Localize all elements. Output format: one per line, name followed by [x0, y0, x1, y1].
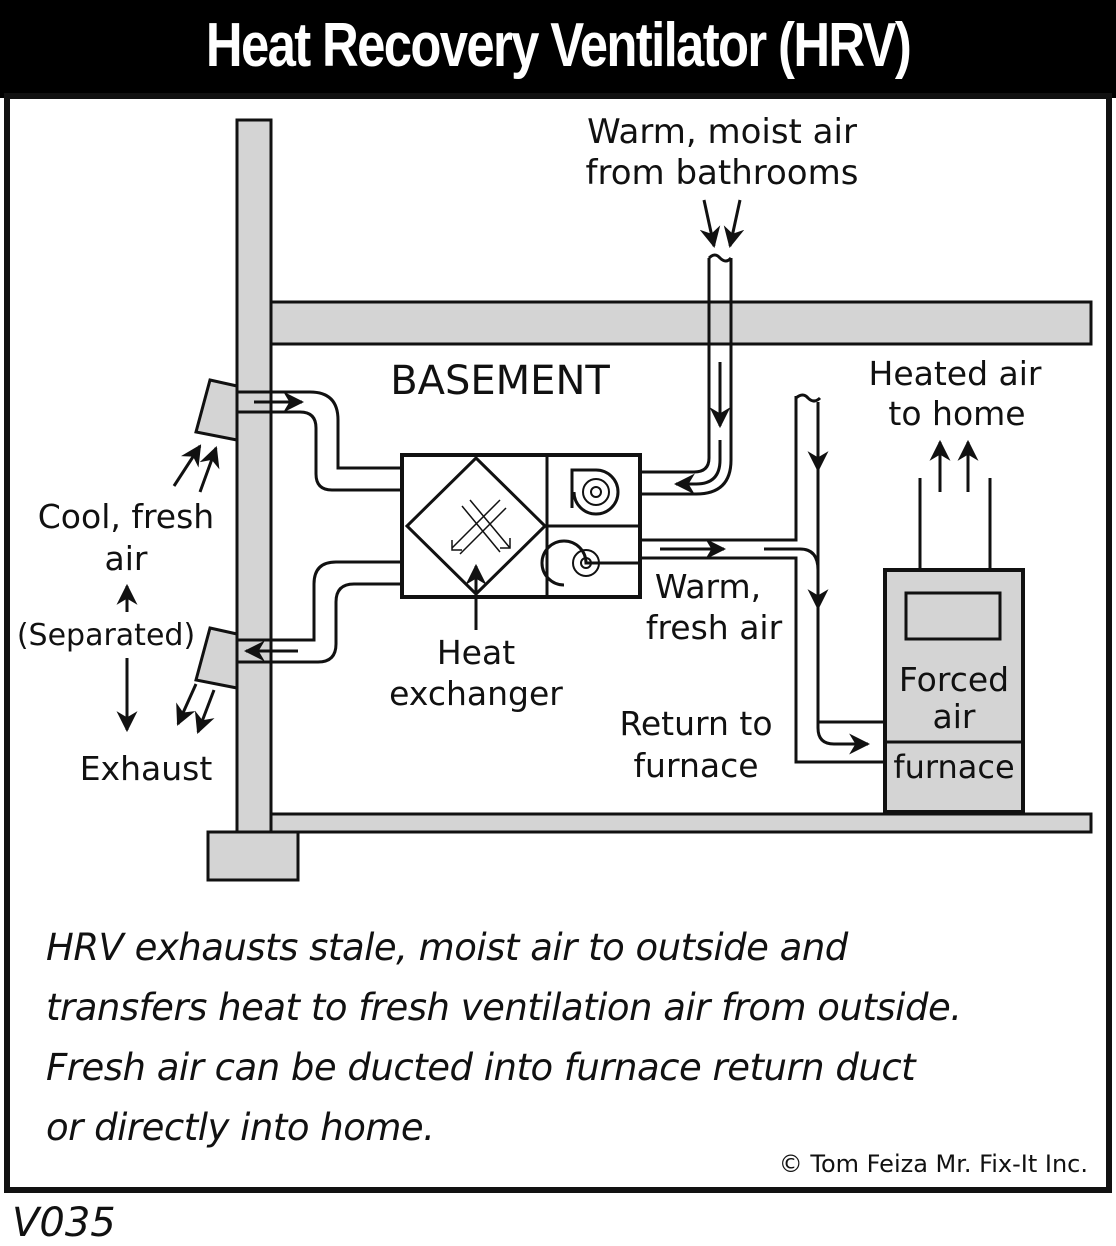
exhaust-duct: [237, 560, 402, 664]
label-heat-exchanger-1: Heat: [437, 633, 515, 672]
heat-exchanger-crossflow: [451, 499, 511, 555]
bathroom-exhaust-duct: [640, 258, 733, 496]
furnace-panel: [904, 591, 1002, 641]
supply-blower: [540, 539, 640, 587]
label-heated-air-2: to home: [888, 394, 1025, 433]
label-exhaust: Exhaust: [80, 749, 213, 788]
first-floor-framing: [269, 300, 1093, 346]
caption-line: transfers heat to fresh ventilation air …: [46, 986, 962, 1029]
caption-line: Fresh air can be ducted into furnace ret…: [46, 1046, 916, 1089]
label-furnace-3: furnace: [893, 748, 1014, 786]
foundation-wall: [235, 118, 273, 834]
label-bathrooms-1: Warm, moist air: [587, 112, 857, 152]
fresh-air-intake-duct: [237, 390, 402, 492]
copyright: © Tom Feiza Mr. Fix-It Inc.: [778, 1150, 1088, 1178]
label-furnace-1: Forced: [899, 660, 1009, 699]
caption-line: or directly into home.: [46, 1106, 435, 1149]
basement-floor: [269, 812, 1093, 834]
label-return-1: Return to: [619, 704, 772, 743]
caption-line: HRV exhausts stale, moist air to outside…: [46, 926, 848, 969]
label-return-2: furnace: [633, 746, 758, 785]
footing: [206, 830, 300, 882]
label-warm-fresh-1: Warm,: [655, 567, 761, 606]
intake-hood: [194, 378, 239, 442]
caption: HRV exhausts stale, moist air to outside…: [46, 918, 1106, 1158]
title-bar: Heat Recovery Ventilator (HRV): [0, 0, 1116, 98]
label-heat-exchanger-2: exchanger: [389, 674, 563, 713]
exhaust-hood: [194, 626, 239, 690]
figure-code: V035: [12, 1200, 116, 1246]
exhaust-blower: [570, 468, 620, 516]
label-separated: (Separated): [17, 618, 195, 653]
diagram-title: Heat Recovery Ventilator (HRV): [205, 11, 912, 80]
label-cool-fresh-1: Cool, fresh: [38, 497, 214, 536]
label-furnace-2: air: [933, 697, 976, 736]
label-basement: BASEMENT: [390, 358, 610, 404]
label-bathrooms-2: from bathrooms: [586, 153, 859, 193]
label-cool-fresh-2: air: [105, 539, 148, 578]
outer-border: [4, 93, 1112, 1193]
label-warm-fresh-2: fresh air: [646, 608, 783, 647]
label-heated-air-1: Heated air: [869, 354, 1042, 393]
